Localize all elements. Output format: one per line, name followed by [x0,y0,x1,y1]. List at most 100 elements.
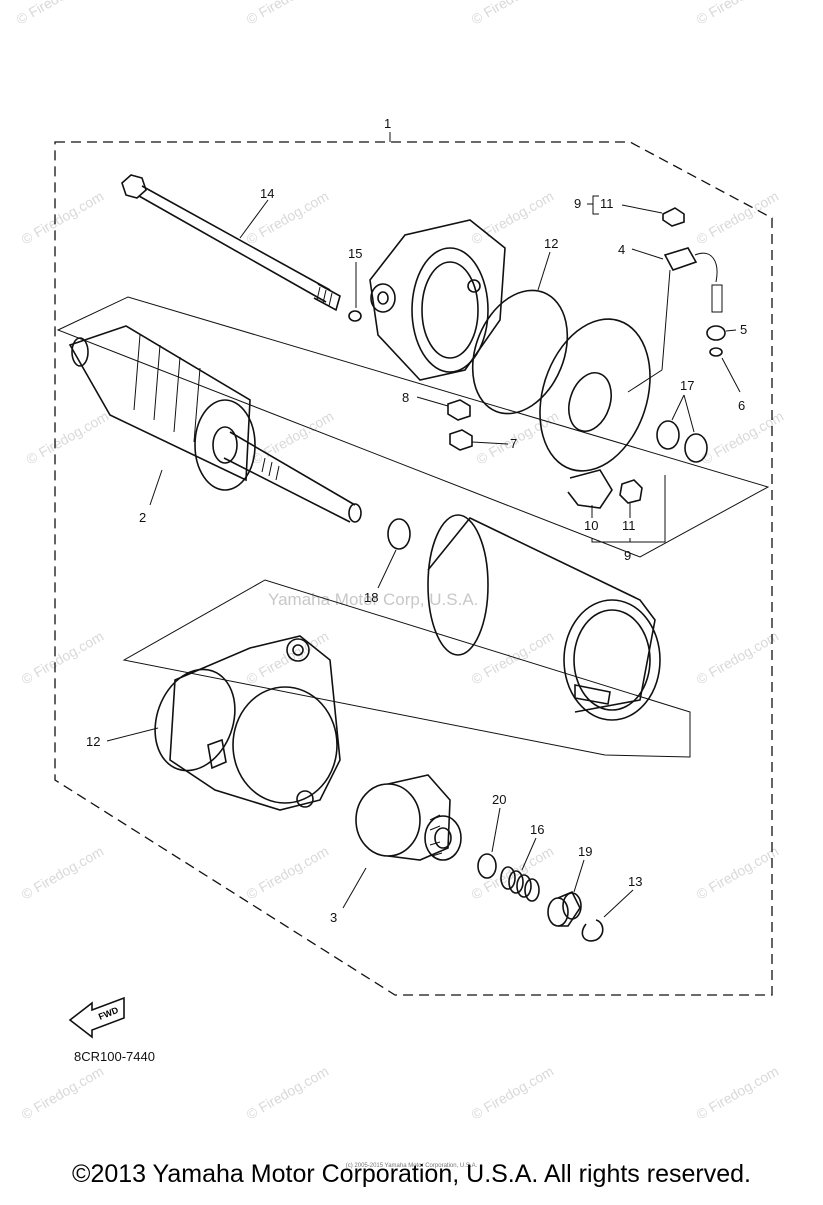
leader-line [377,549,397,589]
leader-line [683,394,695,433]
assembly-boundary [54,141,773,996]
plate-lower [122,579,691,758]
washer [684,433,708,463]
front-cover [169,635,341,811]
washer [387,518,411,550]
callout-9-upper: 9 [574,196,581,211]
leader-line [471,441,509,445]
watermark-text: © Firedog.com [469,0,557,28]
watermark-text: © Firedog.com [694,843,782,903]
armature [68,325,362,523]
leader-line [725,329,737,332]
watermark-text: © Firedog.com [469,628,557,688]
callout-17: 17 [680,378,694,393]
leader-line [416,396,449,407]
o-ring-tiny [709,347,723,357]
callout-14: 14 [260,186,274,201]
callout-5: 5 [740,322,747,337]
leader-line [671,394,685,421]
rear-cover [369,219,506,381]
watermark-text: © Firedog.com [19,1063,107,1123]
watermark-text: © Firedog.com [694,188,782,248]
callout-19: 19 [578,844,592,859]
callout-15: 15 [348,246,362,261]
watermark-group: © Firedog.com © Firedog.com © Firedog.co… [14,0,787,1123]
brush-clip [567,469,613,509]
watermark-text: © Firedog.com [694,628,782,688]
callout-4: 4 [618,242,625,257]
leader-line [537,251,551,291]
starter-pinion [355,774,462,861]
callout-18: 18 [364,590,378,605]
watermark-text: © Firedog.com [14,0,102,28]
nut [449,429,473,451]
copyright-notice: ©2013 Yamaha Motor Corporation, U.S.A. A… [72,1160,751,1188]
brush-lead [627,247,723,393]
diagram-code: 8CR100-7440 [74,1049,155,1064]
leader-line [149,469,163,506]
o-ring-large [154,668,236,772]
through-bolt [121,174,341,312]
o-ring-large [471,289,569,415]
spring [500,866,540,902]
watermark-text: © Firedog.com [19,188,107,248]
watermark-text: © Firedog.com [699,408,787,468]
watermark-text: © Firedog.com [469,1063,557,1123]
circlip [581,919,604,942]
watermark-text: © Firedog.com [244,0,332,28]
nut-small [619,479,643,504]
brush-plate [539,318,651,472]
callout-16: 16 [530,822,544,837]
watermark-text: © Firedog.com [244,843,332,903]
callout-2: 2 [139,510,146,525]
washer [656,420,680,450]
nut-small [662,207,685,227]
bracket [591,475,666,543]
leader-line [106,727,159,742]
leader-line [521,837,537,871]
o-ring-small [348,310,362,322]
callout-6: 6 [738,398,745,413]
watermark-text: © Firedog.com [249,408,337,468]
callout-10: 10 [584,518,598,533]
pinion-collar [547,890,582,927]
leader-line [239,199,269,239]
callout-9-lower: 9 [624,548,631,563]
watermark-text: © Firedog.com [19,628,107,688]
small-print: (c) 2005-2015 Yamaha Motor Corporation, … [345,1163,478,1169]
watermark-text: © Firedog.com [19,843,107,903]
callout-8: 8 [402,390,409,405]
bushing [447,399,471,421]
leader-line [342,867,367,909]
callout-3: 3 [330,910,337,925]
watermark-text: © Firedog.com [24,408,112,468]
callout-1: 1 [384,116,391,131]
leader-line [721,357,741,393]
leader-line [573,859,585,893]
callout-13: 13 [628,874,642,889]
callout-20: 20 [492,792,506,807]
fwd-arrow-icon: FWD [68,996,125,1039]
yoke-housing [427,514,661,721]
watermark-text: © Firedog.com [244,188,332,248]
callout-11-upper: 11 [600,196,614,211]
callout-7: 7 [510,436,517,451]
watermark-text: © Firedog.com [694,0,782,28]
leader-line [491,807,501,853]
plate-upper [56,296,770,558]
watermark-text: © Firedog.com [474,408,562,468]
washer [706,325,726,341]
bracket [587,195,599,215]
watermark-text: © Firedog.com [244,628,332,688]
watermark-text: © Firedog.com [244,1063,332,1123]
callout-11-lower: 11 [622,518,636,533]
collar-ring [477,853,497,879]
leader-line [631,248,664,260]
watermark-text: © Firedog.com [694,1063,782,1123]
leader-line [621,204,663,214]
watermark-center-text: Yamaha Motor Corp, U.S.A. [268,590,478,609]
callout-12-lower: 12 [86,734,100,749]
callout-12: 12 [544,236,558,251]
